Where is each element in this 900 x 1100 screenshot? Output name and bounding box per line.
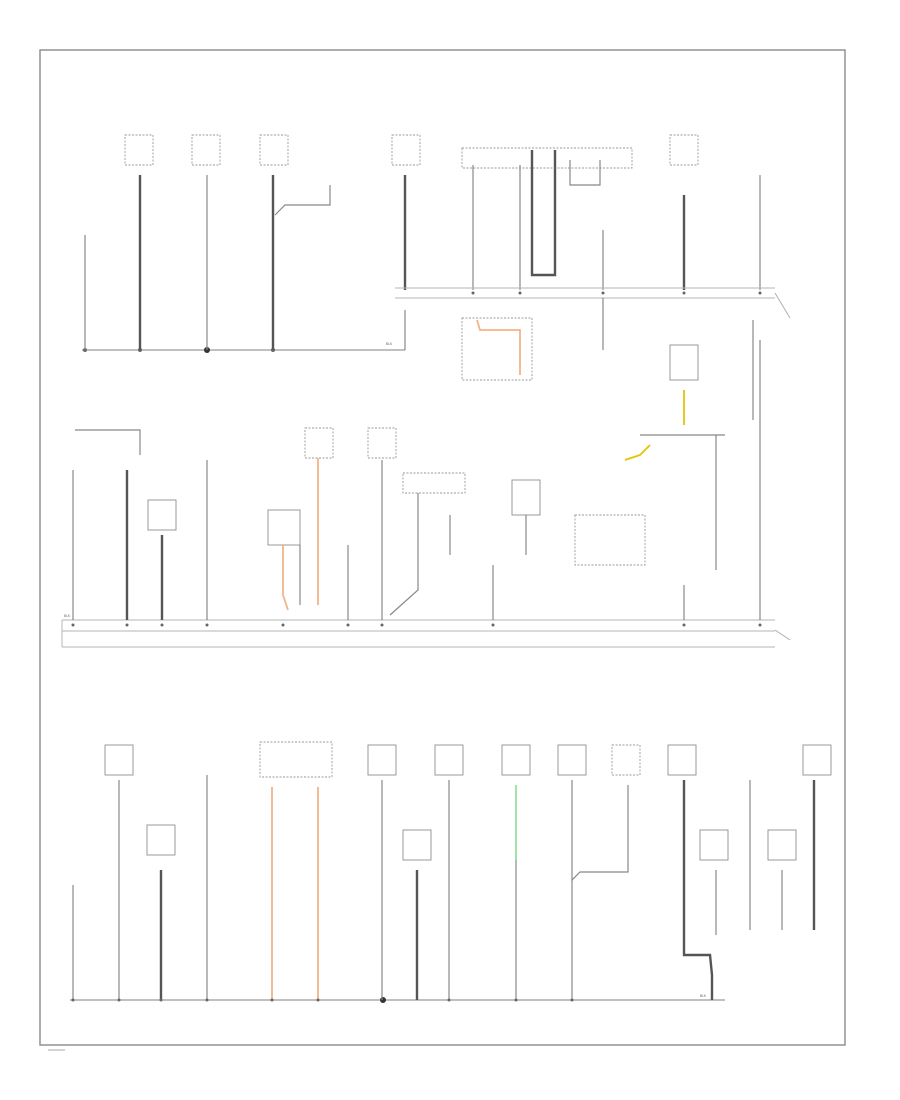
diagram-border: [39, 49, 846, 1046]
mid-connector-2: [367, 427, 397, 459]
bottom-module-8: [667, 744, 697, 776]
bottom-module-7: [557, 744, 587, 776]
bottom-module-3: [367, 744, 397, 776]
top-connector-3: [259, 134, 289, 166]
middle-bus-wire-color: BLK: [64, 614, 71, 618]
bottom-module-2: [146, 824, 176, 856]
bottom-module-1: [104, 744, 134, 776]
mid-connector-4: [574, 514, 646, 566]
bottom-bus-wire-color: BLK: [700, 994, 707, 998]
bottom-module-6: [501, 744, 531, 776]
ground-point-bottom: [380, 997, 386, 1003]
bottom-section: [70, 741, 832, 1003]
mid-module-1: [147, 499, 177, 531]
bottom-module-4: [402, 829, 432, 861]
bottom-module-11: [802, 744, 832, 776]
bottom-module-9: [699, 829, 729, 861]
bottom-module-10: [767, 829, 797, 861]
bottom-connector-1: [259, 741, 333, 778]
bottom-connector-2: [611, 744, 641, 776]
orange-wire-top: [476, 319, 521, 375]
top-connector-2: [191, 134, 221, 166]
mid-connector-1: [304, 427, 334, 459]
mid-module-3: [511, 479, 541, 516]
mid-module-2: [267, 509, 301, 546]
middle-section: [61, 340, 791, 648]
top-section: [82, 134, 791, 425]
multi-function-switch: [461, 147, 633, 169]
top-right-module: [669, 344, 699, 381]
top-bus-wire-color: BLK: [386, 342, 393, 346]
top-connector-4: [391, 134, 421, 166]
mid-connector-3: [402, 472, 466, 494]
top-connector-6: [669, 134, 699, 166]
top-lower-connector-1: [461, 317, 533, 381]
top-connector-1: [124, 134, 154, 166]
bottom-module-5: [434, 744, 464, 776]
